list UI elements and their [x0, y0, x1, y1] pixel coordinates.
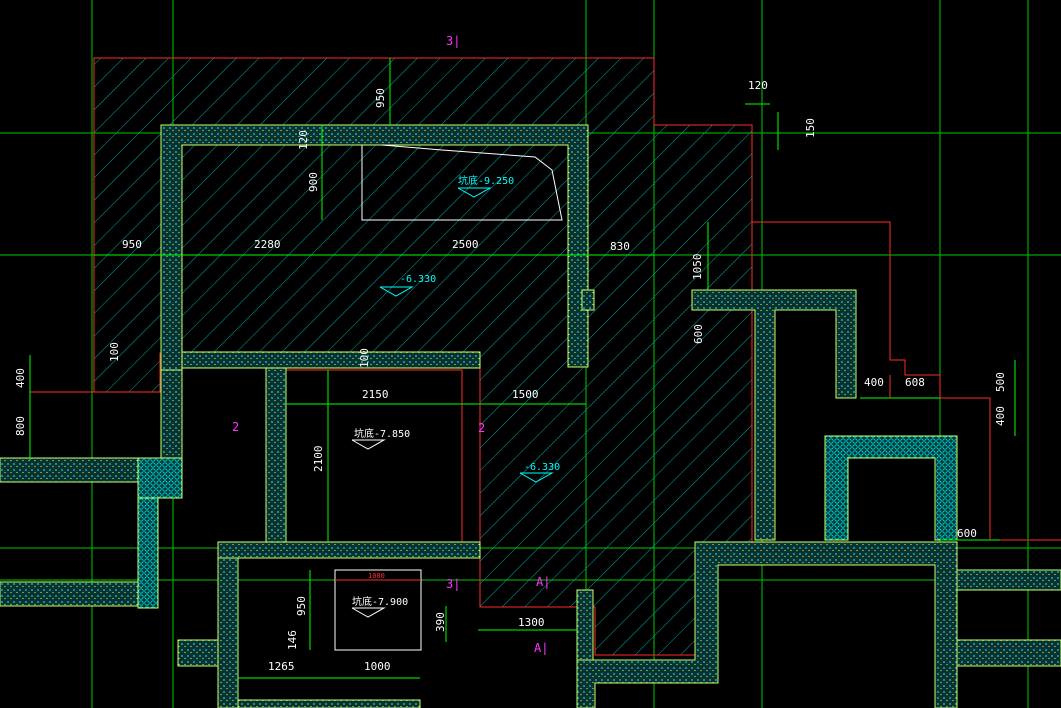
level-markers — [351, 187, 554, 618]
axis-a-upper: A| — [536, 575, 550, 589]
dim-500: 500 — [994, 372, 1007, 392]
dim-146: 146 — [286, 630, 299, 650]
right-box-wall — [824, 435, 958, 541]
dim-390: 390 — [434, 612, 447, 632]
lower-left-wall — [217, 557, 239, 708]
dim-1265: 1265 — [268, 660, 295, 673]
dim-600: 600 — [692, 324, 705, 344]
level-label-2: -6.330 — [400, 274, 436, 285]
dim-950-bottom: 950 — [295, 596, 308, 616]
pit-bottom-wall — [217, 541, 481, 559]
mid-horizontal-wall — [181, 351, 481, 369]
dim-900: 900 — [307, 172, 320, 192]
level-label-4: -6.330 — [524, 462, 560, 473]
dim-600-right: 600 — [957, 527, 977, 540]
inner-pit — [334, 144, 563, 651]
sump-pit — [334, 569, 422, 651]
dim-100-b: 100 — [358, 348, 371, 368]
retaining-walls — [0, 124, 1061, 708]
dim-400-left: 400 — [14, 368, 27, 388]
left-column-wall — [160, 369, 183, 461]
left-brick-low — [137, 497, 159, 609]
right-strip-wall — [956, 569, 1061, 591]
axis-a-lower: A| — [534, 641, 548, 655]
dim-950-left: 950 — [122, 238, 142, 251]
dim-1000-red: 1000 — [368, 572, 385, 580]
dim-400-right-2: 400 — [994, 406, 1007, 426]
axis-3-top: 3| — [446, 34, 460, 48]
pit-left-wall — [265, 367, 287, 545]
dim-100-a: 100 — [108, 342, 121, 362]
axis-2-left: 2 — [232, 420, 239, 434]
dim-2500: 2500 — [452, 238, 479, 251]
dim-120-top: 120 — [748, 79, 768, 92]
right-strip-low — [956, 639, 1061, 667]
level-labels: 坑底-9.250 -6.330 坑底-7.850 -6.330 坑底-7.900 — [352, 174, 560, 608]
lower-step-wall — [177, 639, 219, 667]
dimension-texts: 950 120 150 120 900 950 2280 2500 830 10… — [14, 79, 1007, 673]
dim-830: 830 — [610, 240, 630, 253]
dim-150: 150 — [804, 118, 817, 138]
axis-labels: 3| 2 2 3| A| A| — [232, 34, 550, 655]
level-label-1: 坑底-9.250 — [458, 174, 514, 187]
dim-400-right: 400 — [864, 376, 884, 389]
dim-800: 800 — [14, 416, 27, 436]
dim-120-a: 120 — [297, 130, 310, 150]
lower-left-strip — [0, 581, 139, 607]
dim-2280: 2280 — [254, 238, 281, 251]
dim-1050: 1050 — [691, 254, 704, 281]
dim-2150: 2150 — [362, 388, 389, 401]
bottom-right-wall — [576, 541, 958, 708]
axis-2-mid: 2 — [478, 421, 485, 435]
lower-base-wall — [237, 699, 421, 708]
level-label-5: 坑底-7.900 — [352, 595, 408, 608]
dim-1500: 1500 — [512, 388, 539, 401]
dim-1000: 1000 — [364, 660, 391, 673]
dimension-lines — [29, 58, 1016, 679]
red-outline-right — [751, 125, 1061, 541]
dim-2100: 2100 — [312, 446, 325, 473]
level-label-3: 坑底-7.850 — [354, 427, 410, 440]
dim-1300: 1300 — [518, 616, 545, 629]
dim-608: 608 — [905, 376, 925, 389]
axis-3-bottom: 3| — [446, 577, 460, 591]
dim-950-top: 950 — [374, 88, 387, 108]
right-frame-wall — [691, 289, 857, 541]
small-wall-notch — [581, 289, 595, 311]
left-brick-wall — [137, 457, 183, 499]
